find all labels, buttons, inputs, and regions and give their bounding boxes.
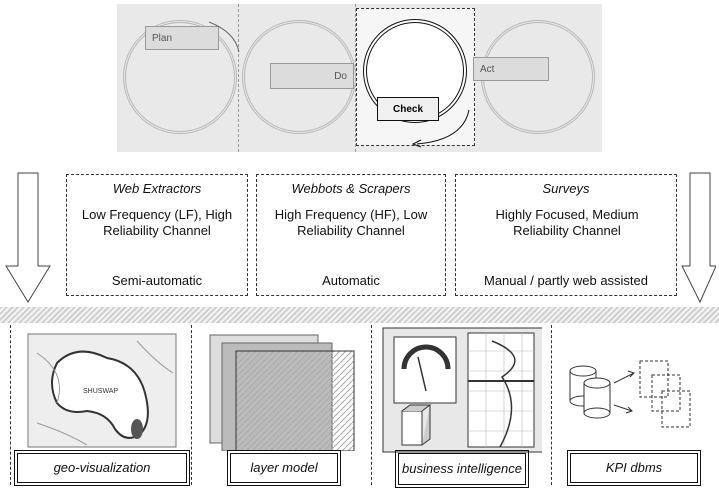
right-down-arrow-icon	[681, 172, 716, 304]
surveys-box: Surveys Highly Focused, Medium Reliabili…	[455, 174, 677, 296]
geo-visualization-label: geo-visualization	[14, 450, 190, 486]
geo-visualization-panel: SHUSWAP geo-visualization	[10, 325, 192, 486]
map-label: SHUSWAP	[83, 388, 118, 395]
source-properties: Highly Focused, Medium Reliability Chann…	[495, 207, 639, 238]
source-mode: Automatic	[322, 273, 380, 288]
source-heading: Webbots & Scrapers	[291, 181, 411, 196]
database-icon	[569, 360, 691, 428]
source-heading: Surveys	[542, 181, 590, 196]
web-extractors-box: Web Extractors Low Frequency (LF), High …	[66, 174, 248, 296]
layer-model-label: layer model	[227, 450, 341, 486]
act-quadrant: Act	[473, 4, 602, 152]
do-ring	[242, 20, 356, 134]
business-intelligence-label: business intelligence	[395, 450, 529, 488]
left-down-arrow-icon	[5, 172, 51, 303]
kpi-dbms-panel: KPI dbms	[552, 325, 716, 486]
business-intelligence-panel: business intelligence	[372, 325, 552, 488]
hatched-band	[0, 307, 719, 323]
plan-quadrant: Plan	[117, 4, 239, 152]
check-quadrant: Check	[356, 8, 475, 146]
source-heading: Web Extractors	[112, 181, 202, 196]
source-properties: Low Frequency (LF), High Reliability Cha…	[81, 207, 233, 238]
plan-step: Plan	[145, 26, 219, 50]
plan-ring	[123, 20, 237, 134]
source-mode: Manual / partly web assisted	[483, 273, 649, 288]
layers-icon	[209, 334, 355, 451]
pdca-cycle: Plan Do Check Act	[117, 4, 602, 152]
act-step: Act	[473, 57, 549, 81]
source-properties: High Frequency (HF), Low Reliability Cha…	[274, 207, 428, 238]
webbots-box: Webbots & Scrapers High Frequency (HF), …	[256, 174, 446, 296]
dashboard-icon	[382, 327, 542, 453]
do-step: Do	[270, 63, 354, 89]
check-step: Check	[377, 97, 439, 121]
source-mode: Semi-automatic	[111, 273, 203, 288]
layer-model-panel: layer model	[192, 325, 372, 486]
map-icon: SHUSWAP	[27, 333, 177, 448]
do-quadrant: Do	[238, 4, 356, 152]
kpi-dbms-label: KPI dbms	[567, 450, 701, 486]
cycle-arrows	[208, 21, 470, 148]
